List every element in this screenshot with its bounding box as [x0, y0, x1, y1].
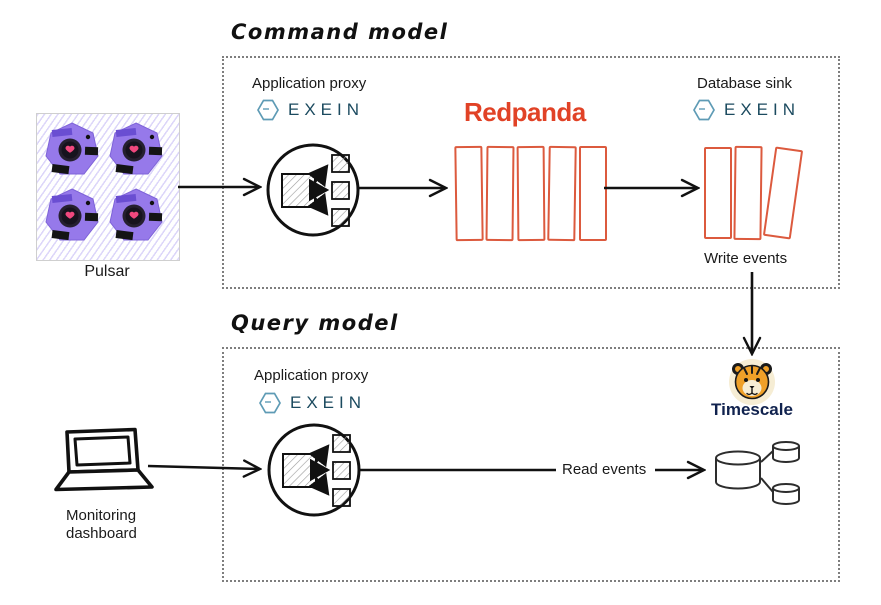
- exein-logo: EXEIN: [692, 98, 800, 122]
- application-proxy-fanout-icon: [259, 415, 369, 525]
- pulsar-label: Pulsar: [84, 263, 130, 280]
- partition-rect: [516, 145, 546, 242]
- robot-icon: [109, 188, 163, 241]
- hexagon-icon: [257, 99, 279, 121]
- partition-rect: [454, 145, 484, 242]
- partition-rect: [485, 145, 515, 242]
- partition-rect: [733, 145, 763, 241]
- application-proxy-fanout-icon: [258, 135, 368, 245]
- hexagon-icon: [693, 99, 715, 121]
- database-sink-label: Database sink: [697, 75, 793, 92]
- robot-icon: [109, 122, 163, 175]
- write-events-label: Write events: [704, 250, 788, 267]
- laptop-icon: [54, 427, 154, 492]
- exein-wordmark: EXEIN: [288, 100, 365, 119]
- partition-rect: [547, 145, 577, 242]
- application-proxy-label: Application proxy: [254, 367, 369, 384]
- hexagon-icon: [259, 392, 281, 414]
- timescale-wordmark: Timescale: [711, 400, 793, 419]
- application-proxy-label: Application proxy: [252, 75, 367, 92]
- query-model-title: Query model: [231, 311, 399, 335]
- monitoring-dashboard-label: Monitoring dashboard: [66, 507, 137, 542]
- exein-wordmark: EXEIN: [724, 100, 801, 119]
- timescale-tiger-icon: [729, 359, 775, 405]
- partition-rect: [579, 146, 607, 241]
- command-model-box: [222, 56, 840, 289]
- database-cylinder-cluster-icon: [715, 441, 800, 505]
- query-model-box: [222, 347, 840, 582]
- pulsar-device-grid: [36, 113, 180, 261]
- read-events-label: Read events: [562, 461, 647, 478]
- exein-wordmark: EXEIN: [290, 393, 367, 412]
- robot-icon: [45, 122, 99, 175]
- exein-logo: EXEIN: [258, 391, 366, 415]
- redpanda-wordmark: Redpanda: [464, 97, 586, 127]
- command-model-title: Command model: [231, 20, 449, 44]
- robot-icon: [45, 188, 99, 241]
- exein-logo: EXEIN: [256, 98, 364, 122]
- partition-rect: [704, 147, 732, 239]
